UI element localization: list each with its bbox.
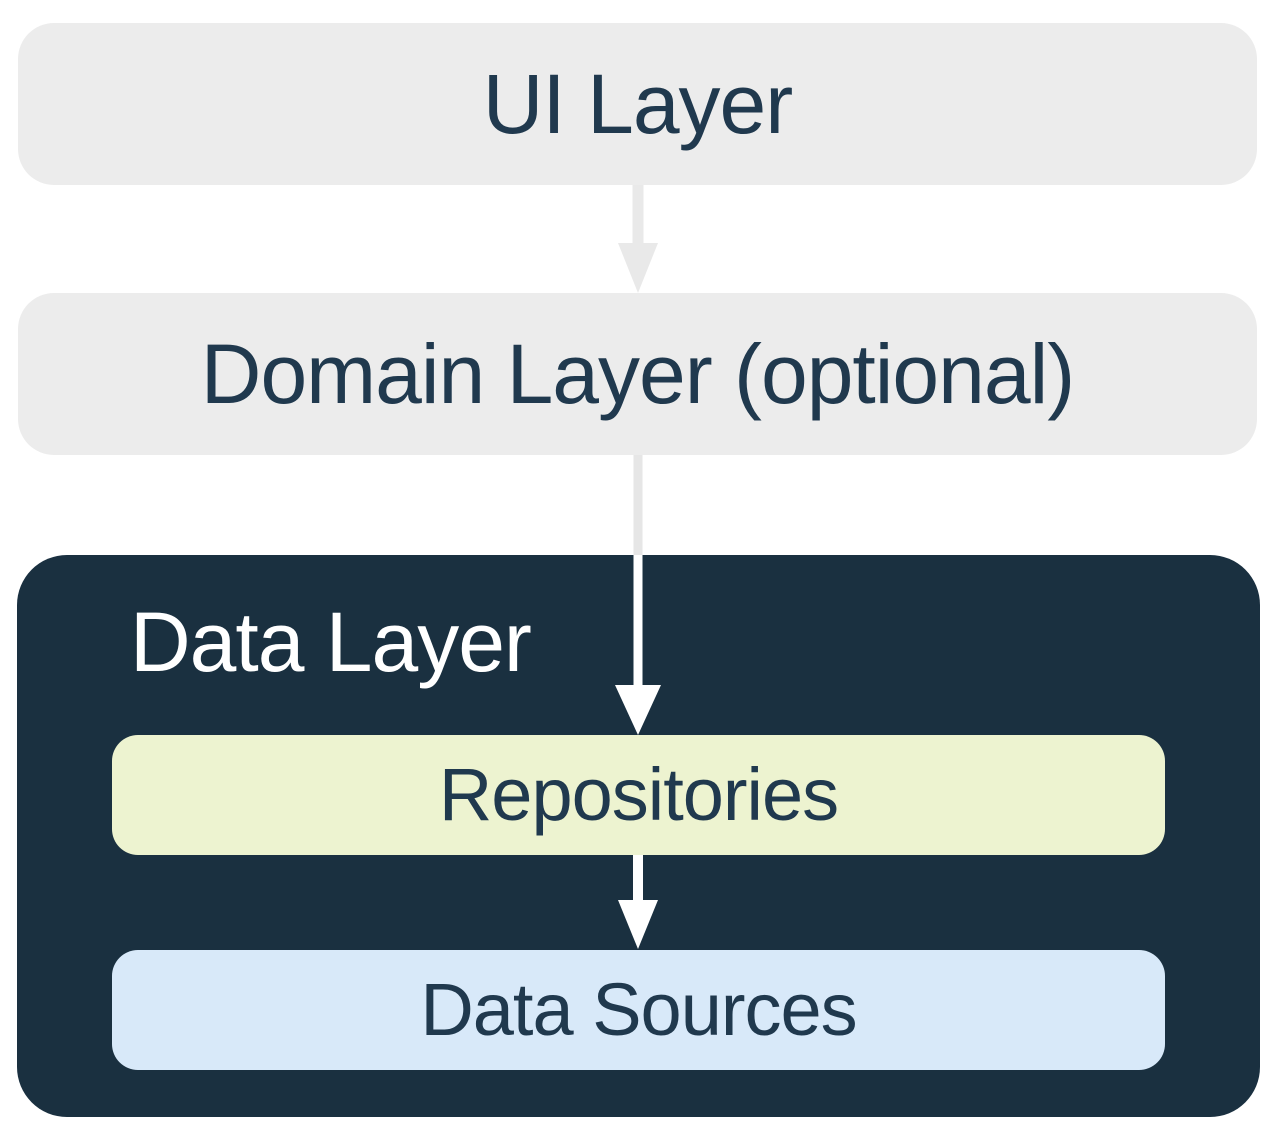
domain-layer-box: Domain Layer (optional) (18, 293, 1257, 455)
data-sources-box: Data Sources (112, 950, 1165, 1070)
repositories-label: Repositories (438, 753, 839, 836)
arrow-stem-upper (633, 455, 643, 556)
arrowhead-down-icon (618, 900, 658, 949)
arrow-stem (633, 855, 643, 905)
arrowhead-down-icon (618, 243, 658, 293)
ui-layer-label: UI Layer (482, 57, 793, 151)
domain-layer-label: Domain Layer (optional) (200, 327, 1075, 421)
data-sources-label: Data Sources (420, 968, 857, 1051)
arrow-repositories-to-datasources (618, 855, 658, 949)
arrow-stem (632, 185, 644, 247)
arrowhead-down-icon (615, 685, 661, 735)
arrow-ui-to-domain (618, 185, 658, 293)
data-layer-label: Data Layer (130, 595, 532, 689)
repositories-box: Repositories (112, 735, 1165, 855)
ui-layer-box: UI Layer (18, 23, 1257, 185)
arrow-stem-lower (633, 555, 643, 690)
arrow-domain-to-repositories (615, 455, 661, 735)
